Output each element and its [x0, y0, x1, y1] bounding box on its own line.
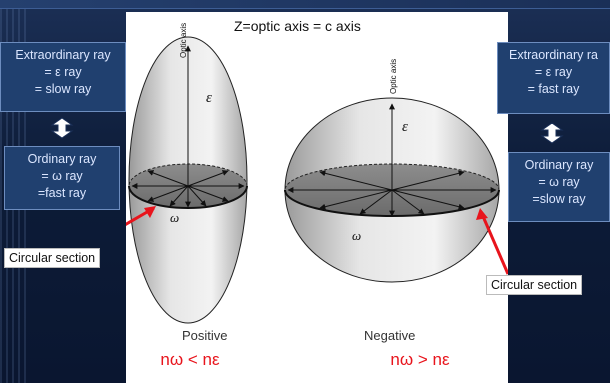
left-callout-arrow — [126, 206, 155, 226]
left-ordinary-line-3: =fast ray — [37, 186, 87, 200]
negative-inequality: nω > nε — [370, 348, 470, 372]
optic-axis-caption: Z=optic axis = c axis — [234, 18, 361, 34]
indicatrix-diagram: Optic axis Optic axis ε ε ω ω — [126, 23, 508, 324]
right-extraordinary-box: Extraordinary ra = ε ray = fast ray — [497, 42, 610, 114]
right-ordinary-box: Ordinary ray = ω ray =slow ray — [508, 152, 610, 222]
left-optic-axis-label: Optic axis — [179, 23, 188, 58]
positive-ellipsoid — [128, 36, 248, 324]
left-circular-section-callout: Circular section — [4, 248, 101, 268]
positive-inequality: nω < nε — [140, 348, 240, 372]
left-ordinary-box: Ordinary ray = ω ray =fast ray — [4, 146, 120, 210]
right-extraordinary-line-3: = fast ray — [527, 82, 580, 96]
right-extraordinary-line-2: = ε ray — [534, 65, 573, 79]
left-omega-label: ω — [170, 210, 179, 225]
left-epsilon-label: ε — [206, 90, 212, 106]
right-omega-label: ω — [352, 228, 361, 243]
left-double-arrow-icon — [50, 117, 74, 139]
right-ordinary-line-1: Ordinary ray — [524, 158, 594, 172]
right-extraordinary-line-1: Extraordinary ra — [509, 48, 598, 62]
negative-label: Negative — [364, 328, 416, 343]
right-callout-arrow — [480, 213, 508, 275]
negative-ellipsoid — [284, 97, 500, 283]
right-ordinary-line-2: = ω ray — [538, 175, 580, 189]
positive-label: Positive — [182, 328, 228, 343]
right-circular-section-callout: Circular section — [486, 275, 583, 295]
right-optic-axis-label: Optic axis — [389, 59, 398, 94]
left-extraordinary-line-1: Extraordinary ray — [15, 48, 111, 62]
left-extraordinary-line-3: = slow ray — [34, 82, 92, 96]
right-callout-arrowhead — [476, 208, 488, 220]
left-callout-arrowhead — [144, 206, 156, 218]
left-ordinary-line-2: = ω ray — [41, 169, 83, 183]
slide-top-strip — [0, 0, 610, 9]
right-ordinary-line-3: =slow ray — [532, 192, 586, 206]
left-ordinary-line-1: Ordinary ray — [27, 152, 97, 166]
right-epsilon-label: ε — [402, 119, 408, 135]
left-extraordinary-box: Extraordinary ray = ε ray = slow ray — [0, 42, 126, 112]
indicatrix-figure: Optic axis Optic axis ε ε ω ω Z=optic ax… — [126, 12, 508, 383]
right-double-arrow-icon — [540, 122, 564, 144]
left-extraordinary-line-2: = ε ray — [44, 65, 82, 79]
